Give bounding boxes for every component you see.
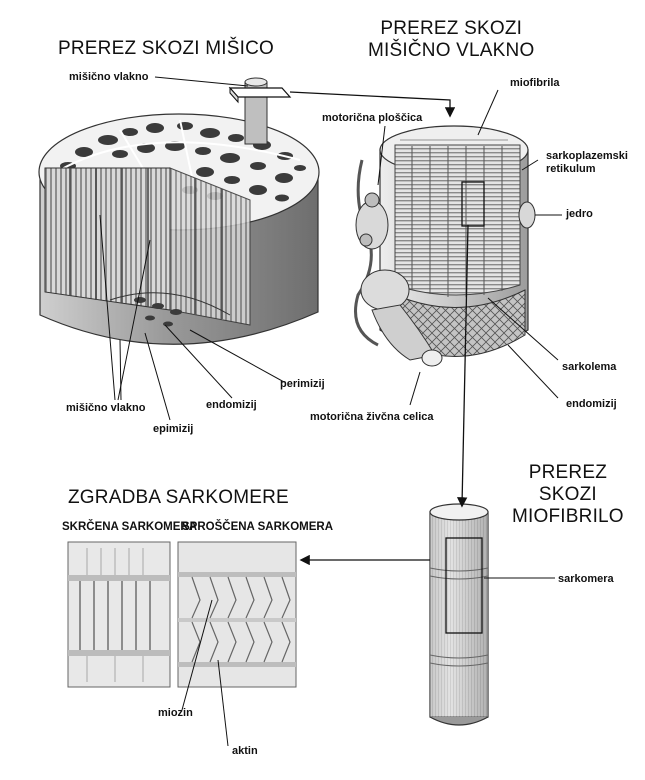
- label-myosin: miozin: [158, 707, 193, 719]
- leader-lines: [99, 76, 562, 747]
- label-sarcolemma: sarkolema: [562, 361, 617, 373]
- sarcomere-section-heading: ZGRADBA SARKOMERE: [68, 487, 289, 508]
- label-motor-neuron: motorična živčna celica: [310, 411, 434, 423]
- label-endomysium-left: endomizij: [206, 399, 257, 411]
- label-sarcoplasmic-reticulum-2: retikulum: [546, 163, 596, 175]
- contracted-sarcomere-heading: SKRČENA SARKOMERA: [62, 521, 198, 533]
- label-sarcomere: sarkomera: [558, 573, 614, 585]
- label-actin: aktin: [232, 745, 258, 757]
- label-muscle-fiber-top: mišično vlakno: [69, 71, 149, 83]
- label-perimysium: perimizij: [280, 378, 325, 390]
- muscle-cross-section-illustration: [38, 77, 320, 345]
- myofibril-section-heading: PREREZ SKOZI MIOFIBRILO: [512, 462, 624, 527]
- contracted-sarcomere-illustration: [67, 541, 171, 688]
- label-myofibril: miofibrila: [510, 77, 560, 89]
- label-muscle-fiber-bottom: mišično vlakno: [66, 402, 146, 414]
- flow-arrows: [289, 91, 469, 566]
- label-motor-end-plate: motorična ploščica: [322, 112, 423, 124]
- label-nucleus: jedro: [566, 208, 593, 220]
- relaxed-sarcomere-heading: SPROŠČENA SARKOMERA: [182, 521, 334, 533]
- myofibril-illustration: [429, 503, 489, 726]
- relaxed-sarcomere-illustration: [177, 541, 297, 688]
- label-epimysium: epimizij: [153, 423, 194, 435]
- label-sarcoplasmic-reticulum-1: sarkoplazemski: [546, 150, 628, 162]
- fiber-section-heading: PREREZ SKOZI MIŠIČNO VLAKNO: [368, 18, 535, 61]
- muscle-fiber-illustration: [354, 125, 536, 367]
- muscle-section-heading: PREREZ SKOZI MIŠICO: [58, 38, 274, 59]
- label-endomysium-right: endomizij: [566, 398, 617, 410]
